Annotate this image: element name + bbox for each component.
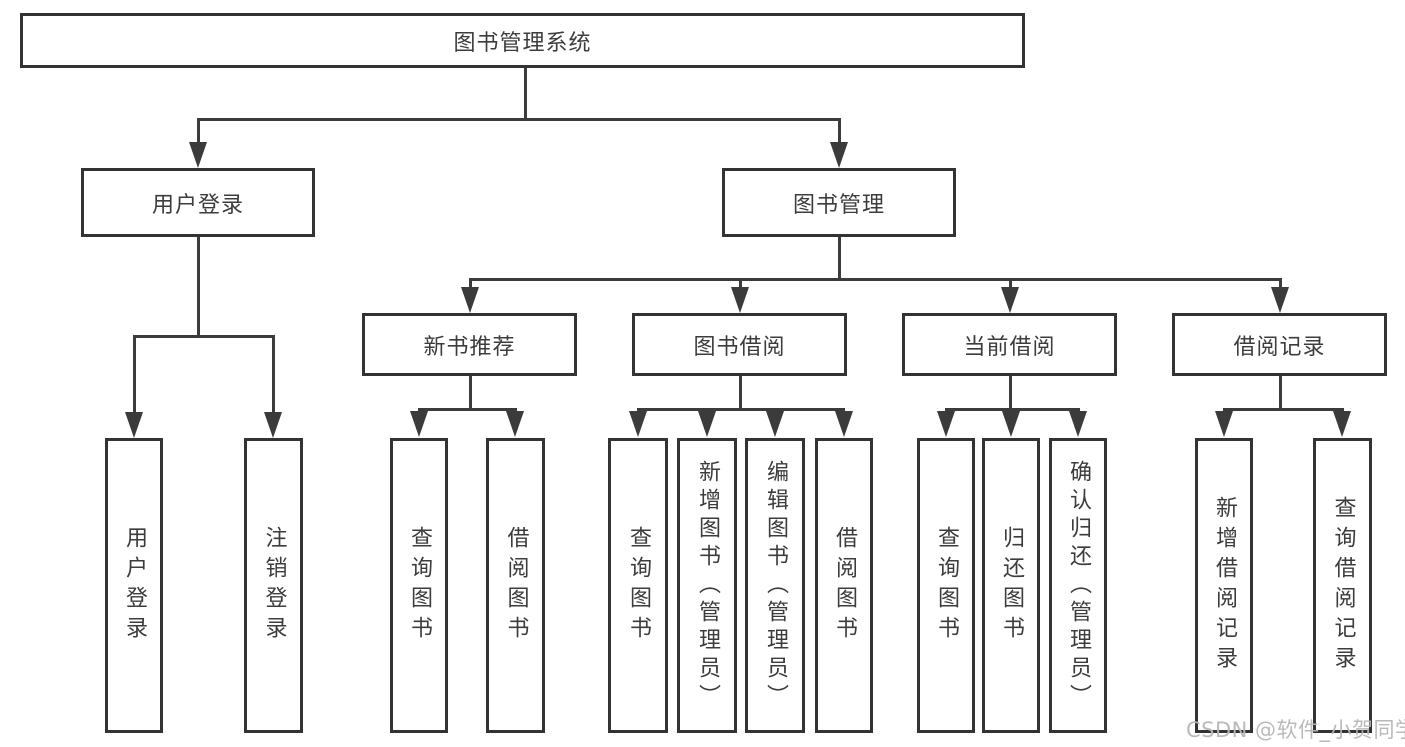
arrow-to-cb-confirm	[1069, 411, 1087, 437]
connector-level2-branch	[197, 118, 840, 121]
leaf-bb-edit-label: 编辑图书（管理员）	[763, 459, 788, 712]
leaf-cb-confirm: 确认归还（管理员）	[1049, 438, 1107, 733]
connector-bookmgmt-stem	[838, 237, 841, 281]
leaf-nb-query-label: 查询图书	[407, 525, 432, 646]
leaf-bb-query: 查询图书	[608, 438, 668, 733]
arrow-to-current-borrow	[1001, 287, 1019, 313]
leaf-ul-login: 用户登录	[105, 438, 163, 733]
arrow-to-cb-query	[937, 411, 955, 437]
connector-level3-branch	[469, 278, 1281, 281]
node-book-borrow-label: 图书借阅	[693, 334, 786, 360]
leaf-ul-logout-label: 注销登录	[261, 525, 287, 646]
connector-bookborrow-shaft	[739, 278, 742, 290]
connector-currentborrow-stem	[1009, 376, 1012, 411]
leaf-bb-add: 新增图书（管理员）	[677, 438, 737, 733]
leaf-cb-return-label: 归还图书	[999, 525, 1024, 646]
leaf-br-query: 查询借阅记录	[1313, 438, 1372, 733]
arrow-to-bb-borrow	[835, 411, 853, 437]
connector-records-shaft	[1279, 278, 1282, 290]
connector-bookborrow-stem	[739, 376, 742, 411]
arrow-to-cb-return	[1002, 411, 1020, 437]
arrow-to-br-query	[1333, 411, 1351, 437]
connector-currentborrow-shaft	[1009, 278, 1012, 290]
leaf-ul-logout: 注销登录	[244, 438, 303, 733]
leaf-br-query-label: 查询借阅记录	[1330, 495, 1356, 676]
arrow-to-nb-query	[410, 411, 428, 437]
leaf-cb-query: 查询图书	[917, 438, 975, 733]
arrow-to-bb-query	[629, 411, 647, 437]
node-book-mgmt-label: 图书管理	[792, 192, 885, 218]
connector-bookborrow-leafbranch	[637, 408, 845, 411]
arrow-to-book-mgmt	[830, 142, 848, 168]
connector-newbooks-shaft	[469, 278, 472, 290]
node-current-borrow-label: 当前借阅	[963, 334, 1056, 360]
node-root: 图书管理系统	[20, 13, 1025, 68]
leaf-cb-query-label: 查询图书	[934, 525, 959, 646]
connector-newbooks-leafbranch	[418, 408, 517, 411]
node-borrow-records: 借阅记录	[1172, 313, 1387, 376]
leaf-cb-confirm-label: 确认归还（管理员）	[1066, 459, 1091, 712]
connector-records-leafbranch	[1223, 408, 1344, 411]
arrow-to-bb-add	[698, 411, 716, 437]
connector-userlogin-shaft	[197, 118, 200, 144]
connector-root-stem	[524, 68, 527, 121]
arrow-to-ul-login	[125, 412, 143, 438]
arrow-to-ul-logout	[264, 412, 282, 438]
node-new-books-label: 新书推荐	[423, 334, 516, 360]
leaf-bb-borrow-label: 借阅图书	[832, 525, 857, 646]
leaf-br-add: 新增借阅记录	[1195, 438, 1253, 733]
node-user-login: 用户登录	[81, 168, 315, 237]
arrow-to-user-login	[189, 142, 207, 168]
leaf-nb-query: 查询图书	[390, 438, 448, 733]
connector-userlogin-stem	[197, 237, 200, 338]
node-borrow-records-label: 借阅记录	[1233, 334, 1326, 360]
node-root-label: 图书管理系统	[453, 30, 592, 56]
node-new-books: 新书推荐	[362, 313, 577, 376]
node-user-login-label: 用户登录	[151, 192, 244, 218]
leaf-nb-borrow-label: 借阅图书	[503, 525, 529, 646]
connector-userlogin-branch	[133, 335, 275, 338]
csdn-watermark: CSDN @软件_小贺同学	[1186, 718, 1405, 742]
arrow-to-bb-edit	[766, 411, 784, 437]
connector-currentborrow-leafbranch	[945, 408, 1080, 411]
connector-records-stem	[1279, 376, 1282, 411]
node-book-mgmt: 图书管理	[722, 168, 956, 237]
arrow-to-book-borrow	[731, 287, 749, 313]
leaf-br-add-label: 新增借阅记录	[1212, 495, 1237, 676]
node-book-borrow: 图书借阅	[632, 313, 847, 376]
leaf-bb-edit: 编辑图书（管理员）	[745, 438, 805, 733]
leaf-ul-login-label: 用户登录	[122, 525, 147, 646]
connector-bookmgmt-shaft	[838, 118, 841, 144]
node-current-borrow: 当前借阅	[902, 313, 1117, 376]
arrow-to-new-books	[461, 287, 479, 313]
arrow-to-borrow-records	[1271, 287, 1289, 313]
connector-ul-logout-shaft	[272, 335, 275, 414]
connector-ul-login-shaft	[133, 335, 136, 414]
leaf-bb-borrow: 借阅图书	[815, 438, 873, 733]
leaf-nb-borrow: 借阅图书	[486, 438, 545, 733]
arrow-to-br-add	[1215, 411, 1233, 437]
leaf-bb-add-label: 新增图书（管理员）	[695, 459, 720, 712]
leaf-cb-return: 归还图书	[982, 438, 1040, 733]
arrow-to-nb-borrow	[506, 411, 524, 437]
connector-newbooks-stem	[469, 376, 472, 411]
leaf-bb-query-label: 查询图书	[626, 525, 651, 646]
